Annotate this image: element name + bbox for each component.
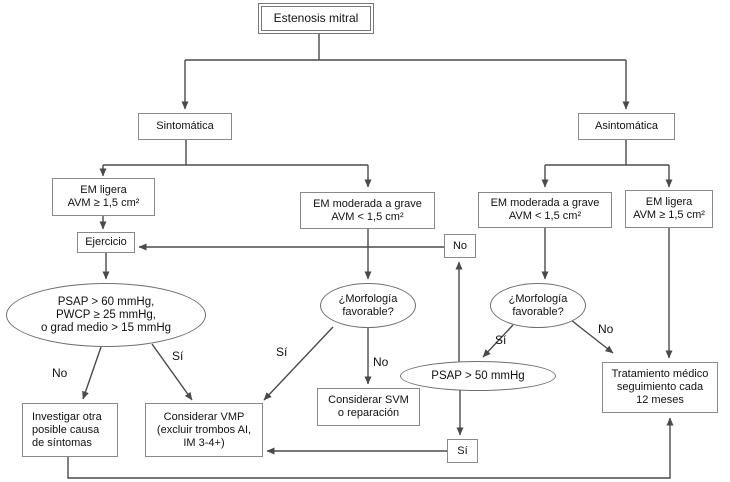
node-label: o grad medio > 15 mmHg: [40, 321, 172, 334]
node-morfologia-right: ¿Morfología favorable?: [490, 283, 586, 328]
node-label: Ejercicio: [85, 236, 127, 248]
node-label: EM ligera: [645, 196, 693, 208]
node-label: PWCP ≥ 25 mmHg,: [55, 308, 157, 321]
node-em-ligera-right: EM ligera AVM ≥ 1,5 cm²: [625, 190, 713, 228]
edge-label-si-criterios: Sí: [172, 349, 184, 363]
node-asintomatica: Asintomática: [578, 113, 675, 140]
node-investigar-causa: Investigar otra posible causa de síntoma…: [22, 403, 118, 457]
node-label: posible causa: [32, 423, 100, 436]
node-label: IM 3-4+): [183, 436, 225, 449]
node-label: o reparación: [337, 407, 400, 419]
node-no-retorno: No: [444, 234, 476, 258]
node-label: Considerar VMP: [163, 410, 245, 423]
node-label: EM moderada a grave: [490, 197, 600, 209]
edge-label-no-morfologia-izq: No: [373, 355, 389, 369]
node-label: AVM ≥ 1,5 cm²: [67, 197, 140, 209]
node-label: No: [452, 239, 468, 252]
node-considerar-svm: Considerar SVM o reparación: [317, 388, 420, 426]
edge-label-no-criterios: No: [52, 366, 68, 380]
edge-label-no-morfologia-der: No: [598, 322, 614, 336]
node-label: AVM < 1,5 cm²: [508, 210, 582, 222]
node-em-moderada-right: EM moderada a grave AVM < 1,5 cm²: [478, 192, 612, 228]
edge-label-si-morfologia-der: Sí: [495, 333, 507, 347]
node-label: Investigar otra: [32, 410, 102, 423]
node-label: PSAP > 50 mmHg: [431, 369, 525, 382]
node-label: seguimiento cada: [616, 381, 704, 393]
edge-label-si-morfologia-izq: Sí: [276, 345, 288, 359]
node-estenosis-mitral: Estenosis mitral: [258, 3, 374, 34]
node-label: ¿Morfología: [508, 292, 568, 305]
node-si-retorno: Sí: [447, 439, 478, 463]
node-em-moderada-left: EM moderada a grave AVM < 1,5 cm²: [300, 192, 435, 229]
node-sintomatica: Sintomática: [138, 113, 232, 140]
node-ejercicio: Ejercicio: [77, 232, 135, 253]
node-label: Tratamiento médico: [611, 368, 709, 380]
node-label: EM ligera: [80, 184, 127, 196]
node-psap-50: PSAP > 50 mmHg: [400, 361, 556, 391]
edge-criterios-si: [151, 343, 193, 401]
node-label: de síntomas: [32, 436, 92, 449]
node-label: Sintomática: [156, 120, 214, 132]
node-label: Considerar SVM: [328, 394, 409, 406]
edge-criterios-no: [82, 346, 102, 400]
node-label: AVM ≥ 1,5 cm²: [633, 209, 705, 221]
node-label: PSAP > 60 mmHg,: [57, 295, 155, 308]
node-considerar-vmp: Considerar VMP (excluir trombos AI, IM 3…: [145, 403, 263, 457]
node-criterios-hemodinamicos: PSAP > 60 mmHg, PWCP ≥ 25 mmHg, o grad m…: [6, 283, 206, 347]
node-label: Asintomática: [595, 120, 658, 132]
node-morfologia-left: ¿Morfología favorable?: [320, 283, 416, 328]
node-label: (excluir trombos AI,: [156, 423, 252, 436]
edge-morfologia-der-si: [482, 324, 514, 358]
node-label: favorable?: [512, 305, 564, 318]
node-label: EM moderada a grave: [313, 197, 422, 210]
edge-investigar-to-tratamiento: [67, 417, 674, 479]
node-label: Sí: [457, 444, 468, 457]
node-label: ¿Morfología: [338, 292, 398, 305]
node-label: AVM < 1,5 cm²: [331, 210, 404, 223]
node-tratamiento-medico: Tratamiento médico seguimiento cada 12 m…: [602, 362, 718, 413]
node-label: Estenosis mitral: [273, 11, 359, 25]
node-label: favorable?: [342, 305, 394, 318]
edge-morfologia-der-no: [570, 319, 614, 354]
node-label: 12 meses: [636, 394, 684, 406]
node-em-ligera-left: EM ligera AVM ≥ 1,5 cm²: [52, 178, 155, 216]
edge-morfologia-izq-si: [263, 326, 334, 401]
node-estenosis-mitral-inner: Estenosis mitral: [261, 6, 371, 31]
